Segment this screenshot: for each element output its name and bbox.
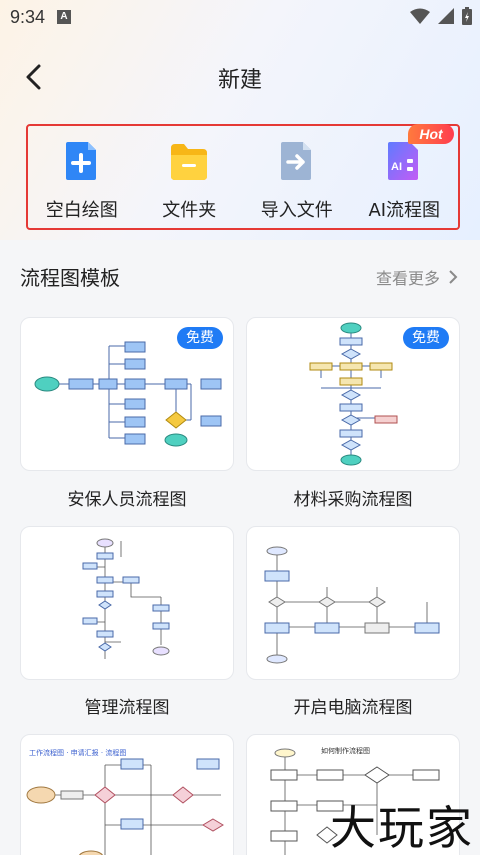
header-background	[0, 0, 480, 240]
template-card-title: 开启电脑流程图	[293, 698, 413, 718]
status-bar: 9:34 A	[0, 0, 480, 34]
template-card-how-to[interactable]: 如何制作流程图	[246, 734, 460, 855]
ai-flowchart-button[interactable]: AI Hot AI流程图	[351, 124, 459, 228]
template-card-procurement[interactable]: 免费	[246, 317, 460, 471]
notification-icon: A	[57, 10, 72, 24]
flowchart-thumbnail	[82, 538, 170, 659]
template-card-computer-startup[interactable]	[246, 526, 460, 680]
free-badge: 免费	[403, 327, 449, 349]
signal-icon	[438, 8, 454, 24]
view-more-link[interactable]: 查看更多	[376, 265, 458, 289]
thumb-title: 如何制作流程图	[321, 746, 370, 755]
app-header: 新建	[0, 52, 480, 102]
template-card-security[interactable]: 免费	[20, 317, 234, 471]
flowchart-thumbnail	[34, 341, 222, 447]
status-time: 9:34	[10, 6, 46, 27]
import-file-button[interactable]: 导入文件	[243, 126, 351, 228]
flowchart-thumbnail	[309, 322, 398, 466]
svg-text:AI: AI	[391, 161, 402, 173]
chevron-right-icon	[449, 270, 458, 284]
template-card-title: 管理流程图	[84, 698, 170, 718]
page-title: 新建	[217, 68, 262, 93]
folder-label: 文件夹	[162, 200, 217, 221]
free-badge: 免费	[177, 327, 223, 349]
ai-flowchart-icon: AI	[388, 142, 419, 180]
flowchart-thumbnail: 工作流程图 · 申请汇报 · 流程图	[26, 748, 224, 855]
import-file-label: 导入文件	[260, 200, 333, 221]
ai-flowchart-label: AI流程图	[368, 200, 441, 221]
quick-actions-panel: 空白绘图 文件夹 导入文件 AI Hot AI流程图	[26, 124, 460, 230]
flowchart-thumbnail	[264, 546, 440, 664]
battery-icon	[462, 7, 472, 25]
watermark: 大玩家	[330, 801, 474, 855]
wifi-icon	[410, 8, 430, 24]
thumb-title: 工作流程图 · 申请汇报 · 流程图	[29, 748, 126, 757]
back-arrow-icon[interactable]	[20, 62, 50, 92]
hot-badge: Hot	[408, 124, 454, 144]
template-card-workflow[interactable]: 工作流程图 · 申请汇报 · 流程图	[20, 734, 234, 855]
flowchart-thumbnail: 如何制作流程图	[270, 746, 440, 855]
view-more-label: 查看更多	[375, 269, 440, 288]
template-card-management[interactable]	[20, 526, 234, 680]
template-card-title: 安保人员流程图	[67, 490, 187, 510]
templates-section-title: 流程图模板	[20, 266, 120, 290]
blank-drawing-label: 空白绘图	[45, 200, 118, 221]
blank-drawing-icon	[65, 142, 96, 180]
folder-icon	[171, 144, 208, 180]
import-file-icon	[280, 142, 311, 180]
template-card-title: 材料采购流程图	[293, 490, 413, 510]
folder-button[interactable]: 文件夹	[136, 126, 244, 228]
blank-drawing-button[interactable]: 空白绘图	[28, 126, 136, 228]
